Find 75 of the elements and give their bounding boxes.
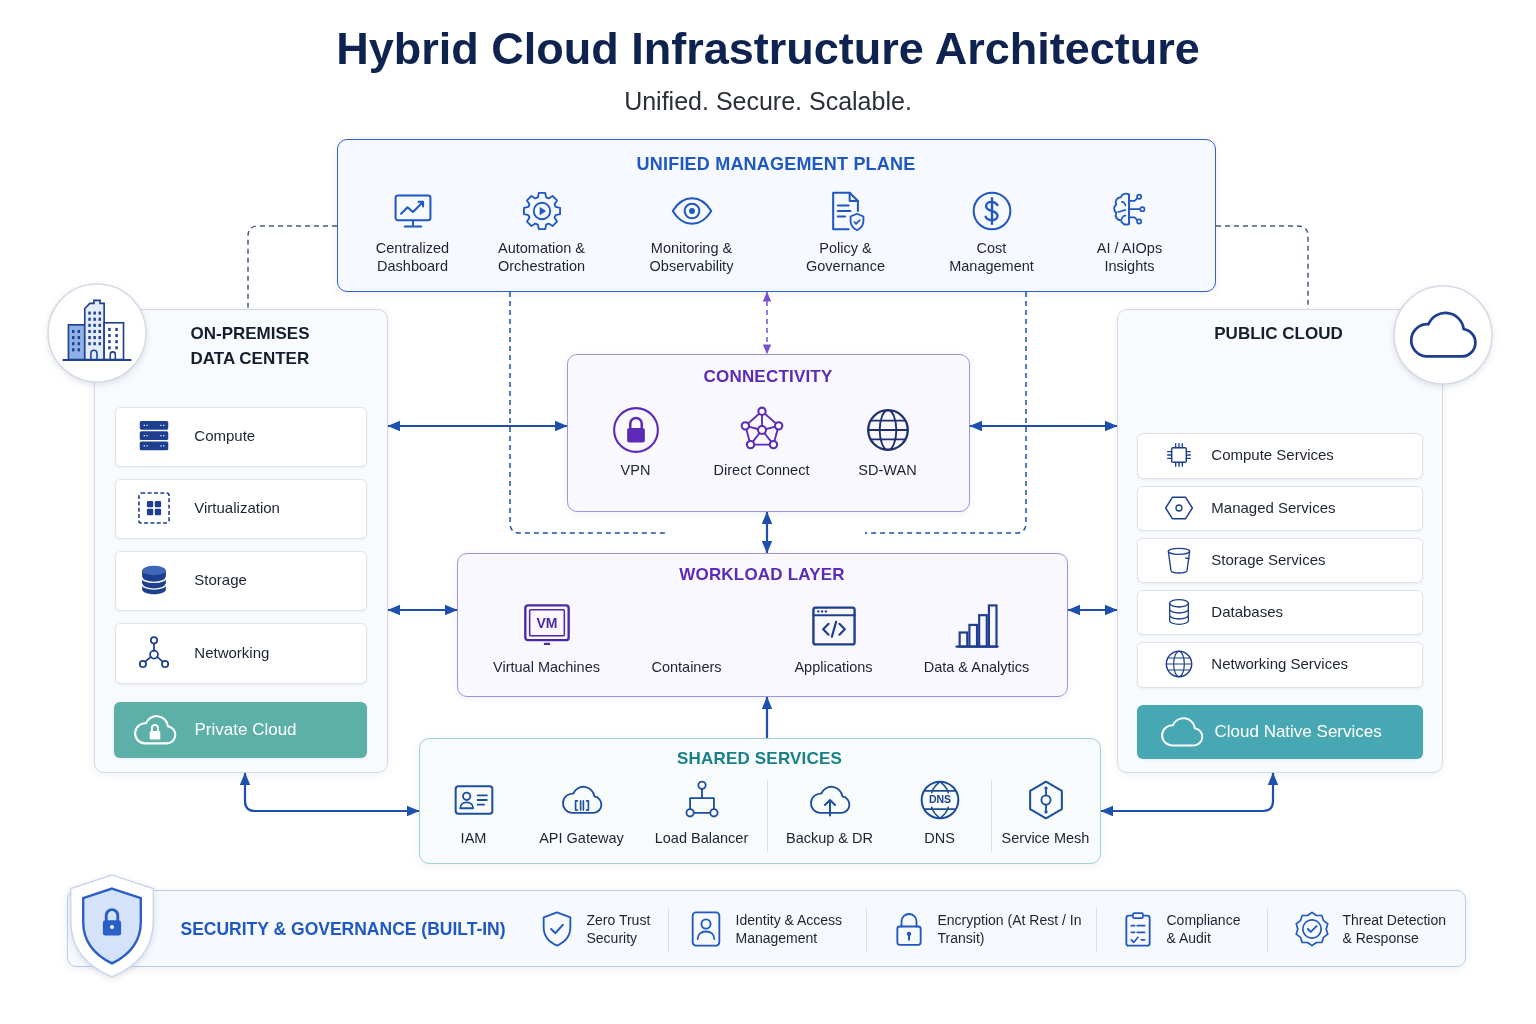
- double-arrow: [761, 511, 773, 554]
- security-band: [67, 890, 1466, 967]
- service-label: Threat Detection & Response: [1342, 910, 1447, 947]
- service-label: Compliance & Audit: [1166, 910, 1242, 947]
- service-label: Load Balancer: [654, 828, 749, 847]
- service-label: Databases: [1211, 601, 1283, 622]
- service-label: Encryption (At Rest / In Transit): [937, 910, 1083, 947]
- shared-services-panel: [419, 738, 1101, 864]
- service-label: Applications: [794, 657, 873, 676]
- service-label: Automation & Orchestration: [496, 238, 587, 275]
- resource-card: [114, 478, 367, 539]
- service-label: API Gateway: [539, 828, 624, 847]
- service-label: DNS: [924, 828, 955, 847]
- service-label: Networking Services: [1211, 654, 1348, 675]
- service-card: [1136, 537, 1423, 583]
- service-label: Managed Services: [1211, 497, 1336, 518]
- service-label: Compute: [194, 426, 256, 447]
- double-arrow: [1067, 604, 1118, 616]
- workload-panel: [457, 553, 1068, 697]
- resource-card: [114, 622, 367, 684]
- arrow: [761, 696, 773, 738]
- data-center-panel: [94, 309, 388, 773]
- service-label: Service Mesh: [1001, 828, 1090, 847]
- service-label: Storage Services: [1211, 549, 1326, 570]
- connectivity-panel: [567, 354, 970, 512]
- service-card: [1136, 641, 1423, 688]
- double-arrow: [1100, 772, 1279, 817]
- dashed-double-arrow: [762, 291, 772, 355]
- cloud-native-bar: [1136, 704, 1423, 759]
- service-label: Centralized Dashboard: [374, 238, 451, 275]
- double-arrow: [239, 772, 420, 817]
- service-label: IAM: [460, 828, 487, 847]
- section-heading: UNIFIED MANAGEMENT PLANE: [636, 152, 916, 175]
- management-panel: [337, 139, 1216, 292]
- service-label: Direct Connect: [713, 460, 810, 479]
- dashed-connector-line: [247, 225, 338, 310]
- service-label: Storage: [194, 570, 247, 591]
- section-heading: SECURITY & GOVERNANCE (BUILT-IN): [180, 917, 506, 940]
- service-card: [1136, 432, 1423, 479]
- service-label: Compute Services: [1211, 445, 1334, 466]
- service-label: Cost Management: [948, 238, 1035, 275]
- section-heading: PUBLIC CLOUD: [1214, 322, 1343, 345]
- double-arrow: [969, 420, 1118, 432]
- service-card: [1136, 589, 1423, 635]
- service-label: Monitoring & Observability: [648, 238, 735, 275]
- service-label: Identity & Access Management: [735, 910, 844, 947]
- icon-text: DNS: [928, 793, 952, 806]
- service-label: Virtualization: [194, 498, 280, 519]
- service-label: Virtual Machines: [493, 657, 600, 676]
- double-arrow: [387, 420, 568, 432]
- resource-card: [114, 550, 367, 611]
- private-cloud-bar: [113, 701, 367, 758]
- dashed-connector-line: [864, 291, 1027, 534]
- service-label: Networking: [194, 642, 270, 663]
- service-label: Backup & DR: [786, 828, 873, 847]
- service-label: Policy & Governance: [805, 238, 886, 275]
- service-label: Containers: [651, 657, 722, 676]
- resource-card: [114, 406, 367, 467]
- service-label: VPN: [620, 460, 651, 479]
- service-label: Zero Trust Security: [586, 910, 652, 947]
- service-label: Private Cloud: [194, 718, 297, 741]
- double-arrow: [387, 604, 458, 616]
- section-heading: ON-PREMISES DATA CENTER: [190, 322, 311, 370]
- service-label: AI / AIOps Insights: [1095, 238, 1164, 275]
- public-cloud-panel: [1117, 309, 1443, 773]
- service-label: Data & Analytics: [923, 657, 1030, 676]
- service-label: Cloud Native Services: [1214, 720, 1382, 743]
- subtitle: Unified. Secure. Scalable.: [624, 86, 912, 116]
- section-heading: CONNECTIVITY: [703, 365, 833, 388]
- service-card: [1136, 485, 1423, 531]
- diagram-title: Hybrid Cloud Infrastructure Architecture: [336, 22, 1200, 76]
- section-heading: WORKLOAD LAYER: [679, 563, 845, 586]
- section-heading: SHARED SERVICES: [676, 747, 843, 770]
- icon-text: VM: [536, 615, 558, 632]
- service-label: SD-WAN: [858, 460, 917, 479]
